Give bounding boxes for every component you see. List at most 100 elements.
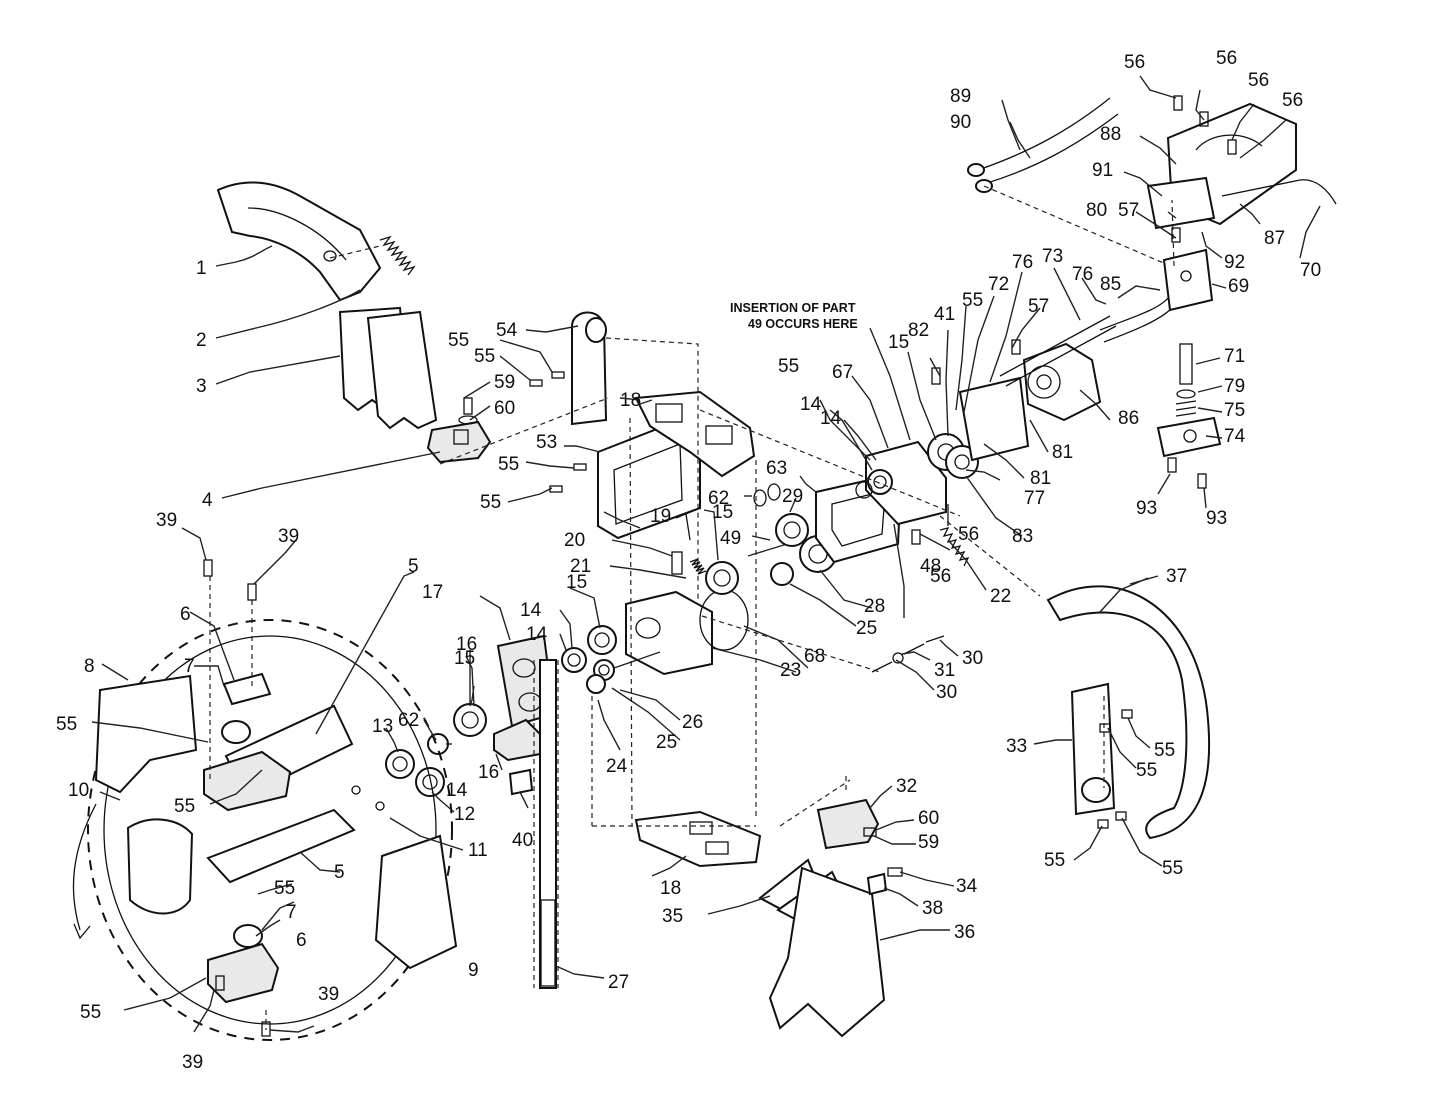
label-9: 9 (468, 960, 479, 981)
label-4: 4 (202, 490, 213, 511)
part-18-lower-frame (634, 810, 762, 868)
label-85: 85 (1100, 274, 1121, 295)
label-56-a: 56 (1124, 52, 1145, 73)
label-89: 89 (950, 86, 971, 107)
label-26: 26 (682, 712, 703, 733)
label-24: 24 (606, 756, 628, 777)
part-labels: 1 2 3 4 5 5 6 6 7 7 8 9 10 11 12 13 14 1… (56, 48, 1321, 1073)
label-14-b: 14 (520, 600, 542, 621)
label-79: 79 (1224, 376, 1245, 397)
label-15-d: 15 (888, 332, 909, 353)
label-5-lower: 5 (334, 862, 345, 883)
part-37-hose (1046, 585, 1211, 840)
label-72: 72 (988, 274, 1009, 295)
part-59-60-screw (458, 397, 478, 425)
part-30-31-screws (871, 635, 945, 673)
label-56-b: 56 (1216, 48, 1237, 69)
label-55-h: 55 (80, 1002, 101, 1023)
label-55-l: 55 (1136, 760, 1157, 781)
label-33: 33 (1006, 736, 1027, 757)
insertion-note-line1: INSERTION OF PART (730, 301, 856, 315)
label-56-e: 56 (958, 524, 979, 545)
label-87: 87 (1264, 228, 1285, 249)
label-15-b: 15 (454, 648, 475, 669)
label-19: 19 (650, 506, 671, 527)
label-73: 73 (1042, 246, 1063, 267)
label-56-d: 56 (1282, 90, 1303, 111)
label-29: 29 (782, 486, 803, 507)
label-14-c: 14 (526, 624, 548, 645)
label-70: 70 (1300, 260, 1321, 281)
part-70-lever (1221, 179, 1337, 205)
label-39-a: 39 (156, 510, 177, 531)
small-screws (203, 95, 1237, 1037)
label-76-a: 76 (1012, 252, 1033, 273)
part-54-upright-plate (571, 311, 608, 426)
part-4-bracket (426, 420, 492, 464)
label-6-lower: 6 (296, 930, 307, 951)
label-25-a: 25 (856, 618, 877, 639)
label-23: 23 (780, 660, 801, 681)
label-14-d: 14 (800, 394, 822, 415)
label-13: 13 (372, 716, 393, 737)
label-35: 35 (662, 906, 683, 927)
label-39-b: 39 (278, 526, 299, 547)
label-21: 21 (570, 556, 591, 577)
part-1-upper-guard (216, 181, 382, 302)
label-75: 75 (1224, 400, 1245, 421)
part-69-block (1162, 248, 1214, 312)
label-68: 68 (804, 646, 825, 667)
part-22-spring (939, 527, 970, 567)
label-38: 38 (922, 898, 943, 919)
leader-lines (91, 75, 1321, 1033)
label-55-a: 55 (448, 330, 469, 351)
part-10-window (126, 818, 194, 915)
label-63: 63 (766, 458, 787, 479)
part-5-rail-lower (206, 808, 356, 884)
label-27: 27 (608, 972, 629, 993)
assembly-dashed-lines (209, 185, 1175, 1030)
label-1: 1 (196, 258, 207, 279)
part-38-clip (866, 872, 888, 896)
label-55-c: 55 (498, 454, 519, 475)
label-25-b: 25 (656, 732, 677, 753)
label-81-a: 81 (1030, 468, 1051, 489)
label-55-k: 55 (1154, 740, 1175, 761)
label-69: 69 (1228, 276, 1249, 297)
label-77: 77 (1024, 488, 1045, 509)
label-30-b: 30 (936, 682, 957, 703)
clamp-assembly-upper (203, 672, 292, 812)
label-40: 40 (512, 830, 533, 851)
label-55-j: 55 (962, 290, 983, 311)
label-54: 54 (496, 320, 518, 341)
label-6-upper: 6 (180, 604, 191, 625)
label-55-i: 55 (778, 356, 799, 377)
part-40-clip (508, 768, 534, 796)
label-36: 36 (954, 922, 975, 943)
label-93-b: 93 (1206, 508, 1227, 529)
label-59-a: 59 (494, 372, 515, 393)
label-37: 37 (1166, 566, 1187, 587)
part-36-lower-guard (768, 866, 886, 1038)
label-18-lower: 18 (660, 878, 681, 899)
label-57-a: 57 (1118, 200, 1139, 221)
label-53: 53 (536, 432, 557, 453)
label-34: 34 (956, 876, 978, 897)
label-11: 11 (468, 840, 488, 861)
label-15-a: 15 (566, 572, 587, 593)
label-81-b: 81 (1052, 442, 1073, 463)
label-67: 67 (832, 362, 853, 383)
label-76-b: 76 (1072, 264, 1093, 285)
label-10: 10 (68, 780, 89, 801)
part-2-spring (379, 235, 416, 276)
label-55-m: 55 (1044, 850, 1065, 871)
label-16-b: 16 (478, 762, 499, 783)
part-67-gearbox (855, 440, 947, 526)
label-55-n: 55 (1162, 858, 1183, 879)
label-39-c: 39 (318, 984, 339, 1005)
label-18-upper: 18 (620, 390, 641, 411)
label-92: 92 (1224, 252, 1245, 273)
label-55-b: 55 (474, 346, 495, 367)
label-56-c: 56 (1248, 70, 1269, 91)
